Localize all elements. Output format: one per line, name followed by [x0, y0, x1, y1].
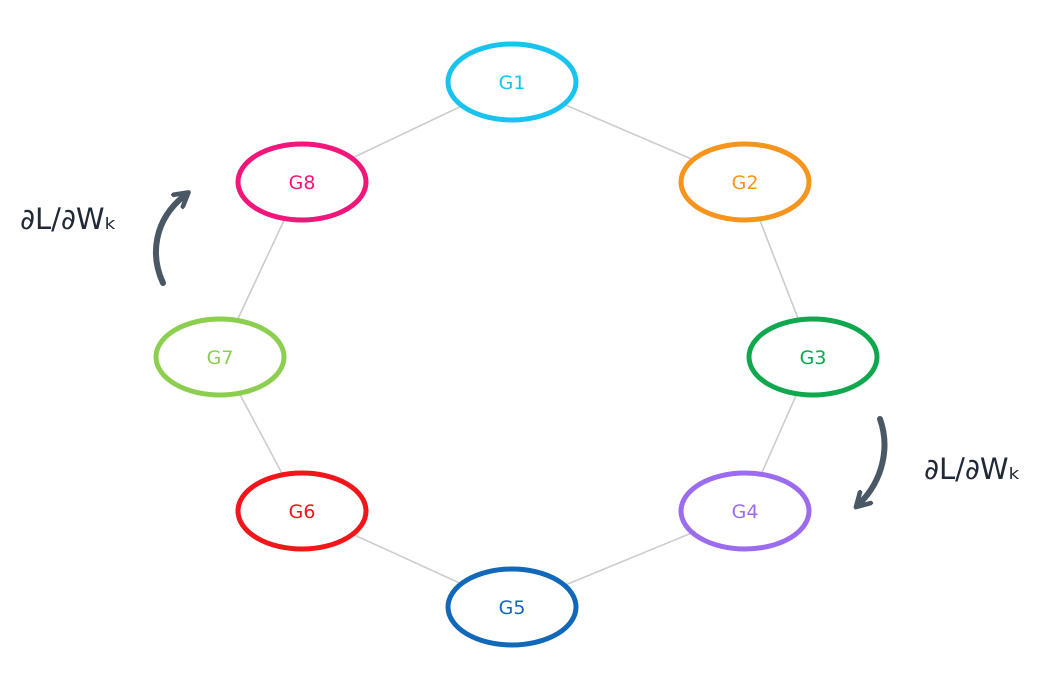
- gpu-node-label: G8: [289, 172, 316, 194]
- left-gradient-label: ∂L/∂Wₖ: [20, 202, 117, 236]
- gpu-node-g1: G1: [445, 41, 579, 123]
- gpu-node-ellipse: [746, 316, 880, 398]
- gpu-node-label: G1: [499, 72, 526, 94]
- right-gradient-arrow-icon: [860, 416, 888, 503]
- gpu-node-g7: G7: [153, 316, 287, 398]
- gpu-node-ellipse: [153, 316, 287, 398]
- gpu-node-g3: G3: [746, 316, 880, 398]
- gpu-node-ellipse: [235, 470, 369, 552]
- right-gradient-label: ∂L/∂Wₖ: [924, 452, 1021, 486]
- gpu-node-label: G7: [207, 347, 234, 369]
- gpu-node-g5: G5: [445, 566, 579, 648]
- gpu-node-label: G3: [800, 347, 827, 369]
- gpu-node-ellipse: [445, 566, 579, 648]
- gpu-node-ellipse: [445, 41, 579, 123]
- left-gradient-arrow-icon: [152, 196, 184, 286]
- gpu-node-g8: G8: [235, 141, 369, 223]
- gpu-node-g4: G4: [678, 470, 812, 552]
- gpu-node-g6: G6: [235, 470, 369, 552]
- gpu-node-label: G2: [732, 172, 759, 194]
- gpu-node-g2: G2: [678, 141, 812, 223]
- gpu-node-ellipse: [678, 141, 812, 223]
- gpu-node-ellipse: [678, 470, 812, 552]
- gpu-node-label: G6: [289, 501, 316, 523]
- gpu-node-label: G5: [499, 597, 526, 619]
- gpu-node-ellipse: [235, 141, 369, 223]
- gpu-node-label: G4: [732, 501, 759, 523]
